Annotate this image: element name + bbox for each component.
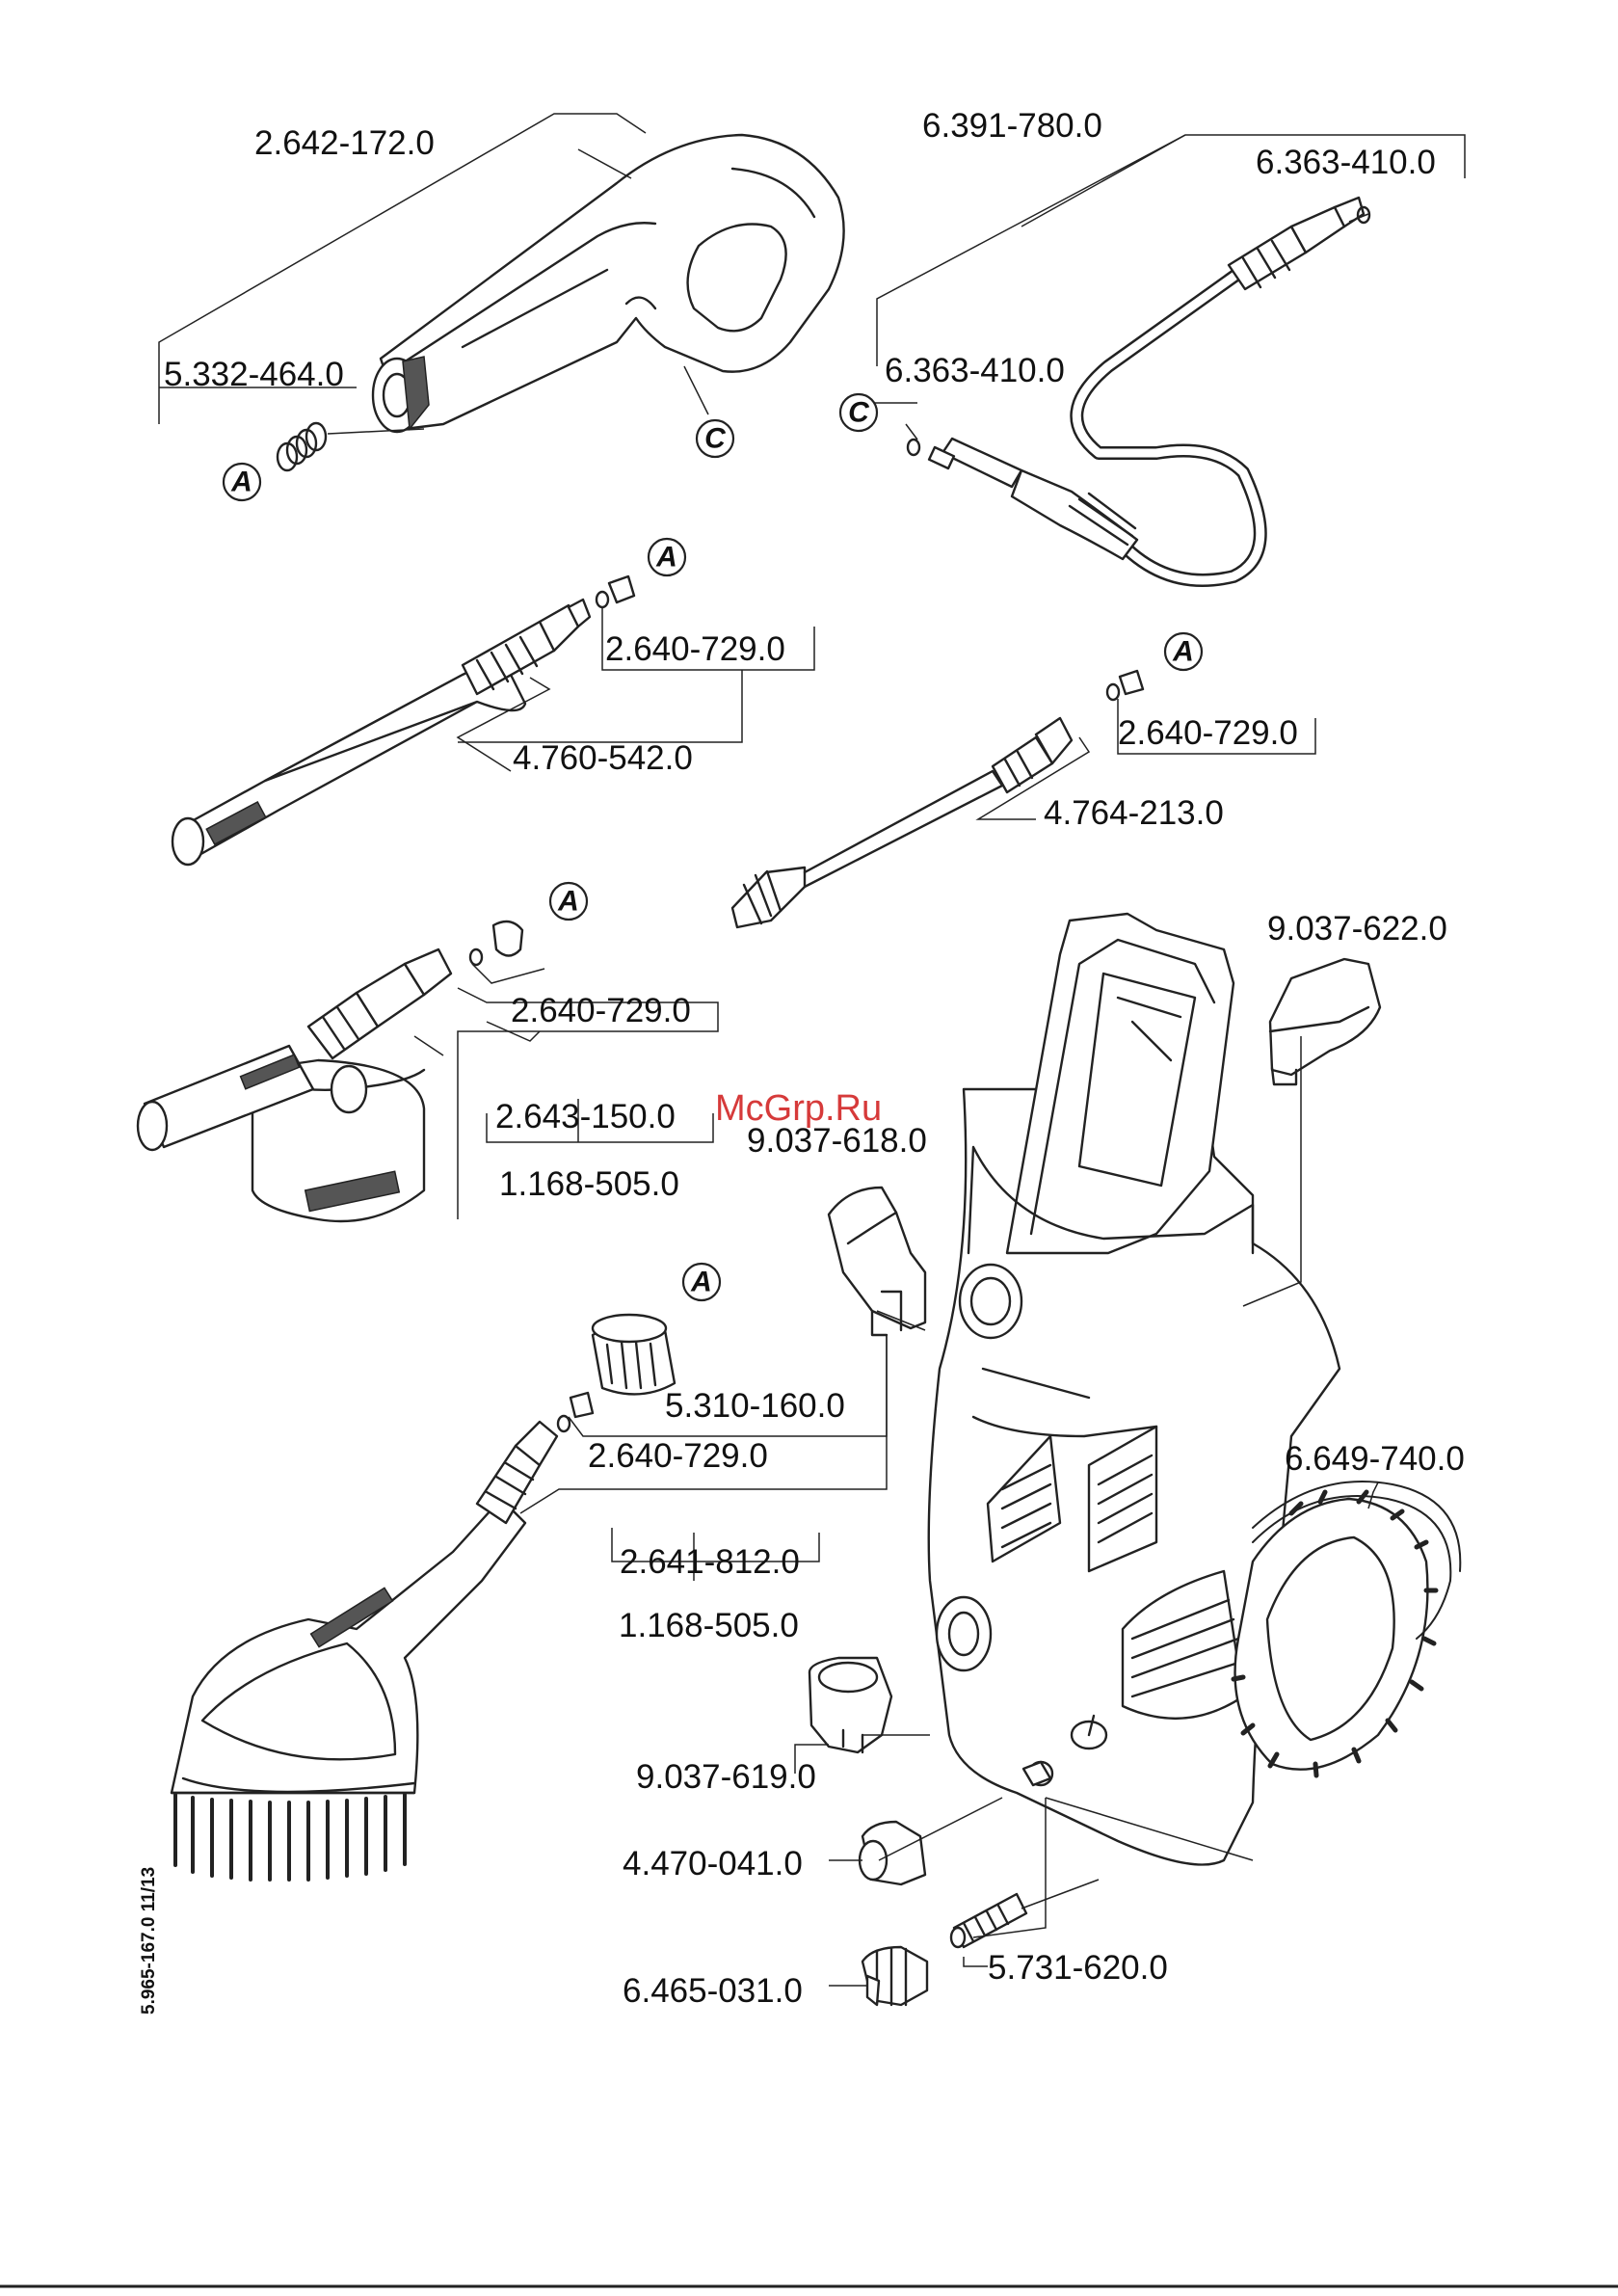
marker-a-gun: A <box>222 462 262 502</box>
label-brush-detergent: 1.168-505.0 <box>619 1607 799 1644</box>
svg-text:A: A <box>230 467 252 498</box>
label-foam-detergent: 1.168-505.0 <box>499 1165 679 1203</box>
brush-holder-drawing <box>827 1186 927 1337</box>
leader-lines <box>158 113 1466 1987</box>
svg-text:A: A <box>655 542 677 574</box>
label-holder-right: 9.037-622.0 <box>1267 910 1447 948</box>
dirt-blaster-drawing <box>730 669 1145 929</box>
svg-text:C: C <box>704 423 727 455</box>
label-vario-lance: 4.760-542.0 <box>513 739 693 777</box>
nozzle-holder-drawing <box>808 1656 893 1754</box>
svg-text:A: A <box>557 886 579 918</box>
coupling-drawing <box>861 1945 929 2007</box>
marker-c-hose: C <box>838 392 879 433</box>
marker-a-dirt: A <box>1163 631 1204 672</box>
label-filter: 5.731-620.0 <box>988 1949 1168 1987</box>
svg-text:C: C <box>848 397 870 429</box>
label-water-inlet: 4.470-041.0 <box>623 1845 803 1882</box>
label-nozzle-holder: 9.037-619.0 <box>636 1758 816 1796</box>
trigger-gun-drawing <box>371 133 845 434</box>
wash-brush-drawing <box>170 1313 676 1882</box>
marker-a-foam: A <box>548 881 589 921</box>
watermark: McGrp.Ru <box>715 1088 882 1129</box>
label-wash-brush: 2.641-812.0 <box>620 1543 800 1581</box>
marker-a-brush: A <box>681 1262 722 1302</box>
label-gun-spring: 5.332-464.0 <box>164 356 344 393</box>
marker-c-gun: C <box>695 418 735 459</box>
svg-text:A: A <box>1172 636 1194 668</box>
label-hose-oring-right: 6.363-410.0 <box>1256 144 1436 181</box>
orings-hose-drawing <box>906 205 1371 457</box>
gun-spring-drawing <box>276 421 328 472</box>
label-hose-oring-left: 6.363-410.0 <box>885 352 1065 389</box>
document-code: 5.965-167.0 11/13 <box>139 1867 159 2015</box>
label-dirt-nozzle: 2.640-729.0 <box>1118 714 1298 752</box>
filter-drawing <box>949 1892 1028 1949</box>
pressure-washer-drawing <box>927 912 1462 1866</box>
label-foam-nozzle: 2.640-729.0 <box>511 992 691 1029</box>
marker-a-vario: A <box>647 537 687 577</box>
label-hose: 6.391-780.0 <box>922 107 1102 145</box>
vario-lance-drawing <box>171 574 636 867</box>
label-foam-set: 2.643-150.0 <box>495 1098 676 1135</box>
label-power-cable: 6.649-740.0 <box>1285 1440 1465 1478</box>
label-trigger-gun: 2.642-172.0 <box>254 124 435 162</box>
label-brush-nozzle: 2.640-729.0 <box>588 1437 768 1475</box>
foam-nozzle-drawing <box>136 920 524 1223</box>
label-brush-adapter: 5.310-160.0 <box>665 1387 845 1425</box>
label-vario-nozzle: 2.640-729.0 <box>605 630 785 668</box>
label-brush-holder: 9.037-618.0 <box>747 1122 927 1160</box>
holder-right-drawing <box>1268 957 1382 1086</box>
label-dirt-lance: 4.764-213.0 <box>1044 794 1224 832</box>
svg-text:A: A <box>690 1267 712 1298</box>
hose-drawing <box>927 196 1366 587</box>
label-coupling: 6.465-031.0 <box>623 1972 803 2010</box>
